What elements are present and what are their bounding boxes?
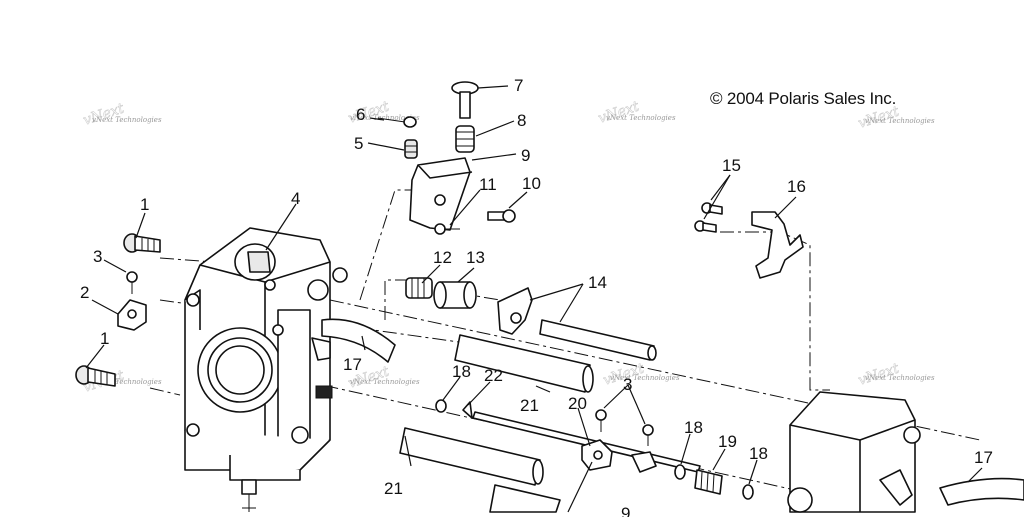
callout-label: 8 xyxy=(517,111,526,130)
watermark-text: vNext Technologies xyxy=(92,378,162,386)
callout-label: 7 xyxy=(514,76,523,95)
callout-label: 3 xyxy=(93,247,102,266)
callout-label: 19 xyxy=(718,432,737,451)
lever-right-part xyxy=(631,451,657,473)
bracket-part-2 xyxy=(117,299,147,331)
svg-text:vNext: vNext xyxy=(596,99,641,127)
carburetor-right xyxy=(787,391,921,513)
callout-label: 9 xyxy=(521,146,530,165)
spring-part-12 xyxy=(405,277,433,299)
bracket-part-16 xyxy=(751,211,804,279)
hose-part-17-right xyxy=(939,477,1024,506)
watermark-text: vNext Technologies xyxy=(610,374,680,382)
callout-label: 4 xyxy=(291,189,300,208)
callout-label: 18 xyxy=(452,362,471,381)
svg-text:vNext: vNext xyxy=(346,99,391,127)
callout-label: 21 xyxy=(520,396,539,415)
callout-label: 20 xyxy=(568,394,587,413)
watermark-text: vNext Technologies xyxy=(350,378,420,386)
screw-part-10 xyxy=(487,209,516,223)
lever-part-9-lower xyxy=(581,439,613,471)
spring-part-5 xyxy=(404,139,418,159)
callout-label: 18 xyxy=(749,444,768,463)
watermark-text: vNext Technologies xyxy=(865,117,935,125)
screws-part-3-center xyxy=(595,409,654,446)
screw-part-7 xyxy=(451,81,479,119)
svg-text:vNext: vNext xyxy=(81,101,126,129)
screw-part-1-lower xyxy=(75,365,116,387)
hose-part-17-left xyxy=(321,318,396,363)
leader-lines xyxy=(85,85,983,513)
callout-label: 16 xyxy=(787,177,806,196)
callout-label: 15 xyxy=(722,156,741,175)
washer-part-18-mid xyxy=(674,464,686,480)
callout-label: 17 xyxy=(343,355,362,374)
sleeve-part-13 xyxy=(433,281,477,309)
callout-labels: 1 3 2 1 4 6 5 7 8 9 11 10 12 13 14 17 18… xyxy=(80,76,993,517)
callout-label: 1 xyxy=(100,329,109,348)
clip-part-22 xyxy=(462,401,473,419)
watermark-text: vNext Technologies xyxy=(606,114,676,122)
callout-label: 21 xyxy=(384,479,403,498)
screws-part-15 xyxy=(694,202,723,233)
bracket-part-9 xyxy=(409,157,473,231)
callout-label: 13 xyxy=(466,248,485,267)
callout-label: 22 xyxy=(484,366,503,385)
screw-part-11 xyxy=(434,223,460,235)
callout-label: 3 xyxy=(623,375,632,394)
callout-label: 17 xyxy=(974,448,993,467)
screw-part-6 xyxy=(377,116,417,128)
callout-label: 11 xyxy=(479,175,497,194)
washer-part-18-right xyxy=(742,484,754,500)
rod-part-21-upper xyxy=(454,334,594,393)
callout-label: 5 xyxy=(354,134,363,153)
washer-part-18-left xyxy=(435,399,447,413)
watermark-text: vNext Technologies xyxy=(350,114,420,122)
callout-label: 18 xyxy=(684,418,703,437)
spring-part-19 xyxy=(694,469,723,495)
callout-label: 9 xyxy=(621,504,630,517)
screw-part-3-left xyxy=(126,271,138,294)
shaft-part-14 xyxy=(539,319,657,361)
watermark-text: vNext Technologies xyxy=(865,374,935,382)
callout-label: 14 xyxy=(588,273,607,292)
throttle-cam-part-14 xyxy=(497,287,533,335)
carburetor-left xyxy=(184,227,348,512)
callout-label: 12 xyxy=(433,248,452,267)
callout-label: 6 xyxy=(356,105,365,124)
screw-part-1-upper xyxy=(123,233,161,253)
callout-label: 1 xyxy=(140,195,149,214)
spring-part-8 xyxy=(455,125,475,153)
rod-part-21-lower xyxy=(399,427,544,486)
callout-label: 10 xyxy=(522,174,541,193)
callout-label: 2 xyxy=(80,283,89,302)
copyright-notice: © 2004 Polaris Sales Inc. xyxy=(710,89,897,108)
rod-part-21-bottom xyxy=(489,484,561,513)
watermark-text: vNext Technologies xyxy=(92,116,162,124)
